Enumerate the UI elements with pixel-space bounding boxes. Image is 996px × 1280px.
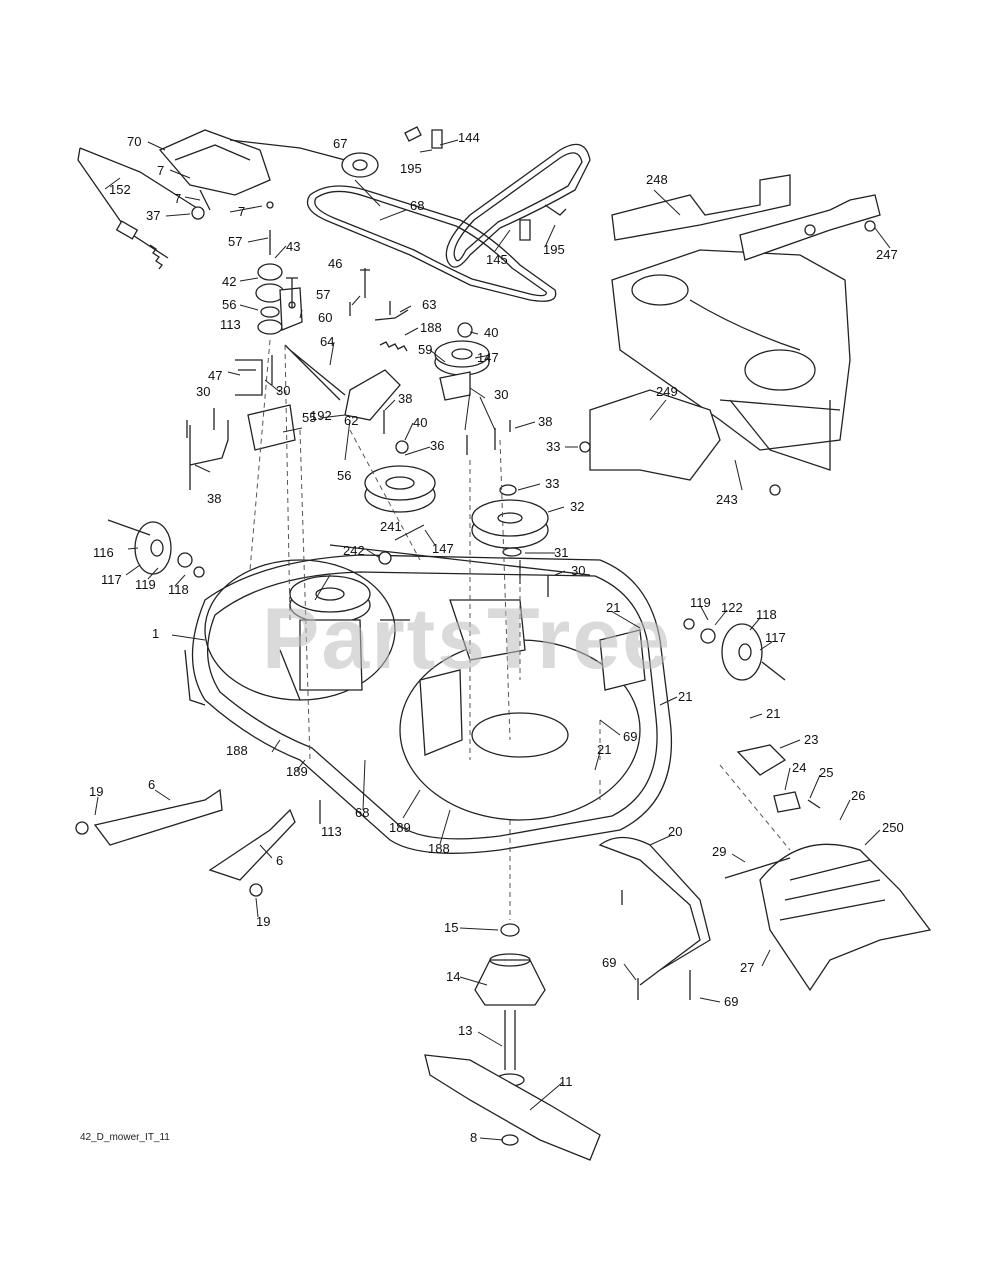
callout-label: 250	[882, 820, 904, 835]
callout-label: 147	[477, 350, 499, 365]
callout-label: 116	[93, 545, 114, 560]
callout-label: 249	[656, 384, 678, 399]
callout-label: 14	[446, 969, 460, 984]
callout-label: 40	[484, 325, 498, 340]
parts-drawing	[75, 126, 932, 1161]
drawing-reference-code: 42_D_mower_IT_11	[80, 1132, 170, 1143]
callout-label: 195	[400, 161, 422, 176]
callout-label: 21	[766, 706, 780, 721]
callout-label: 8	[470, 1130, 477, 1145]
callout-label: 19	[256, 914, 270, 929]
callout-label: 38	[538, 414, 552, 429]
callout-label: 188	[226, 743, 248, 758]
callout-label: 21	[597, 742, 611, 757]
callout-label: 30	[196, 384, 210, 399]
callout-label: 119	[690, 595, 711, 610]
callout-label: 21	[678, 689, 692, 704]
callout-label: 24	[792, 760, 806, 775]
callout-label: 145	[486, 252, 508, 267]
callout-label: 6	[148, 777, 155, 792]
callout-label: 27	[740, 960, 754, 975]
callout-label: 7	[157, 163, 164, 178]
callout-label: 188	[420, 320, 442, 335]
callout-label: 113	[220, 317, 241, 332]
callout-label: 247	[876, 247, 898, 262]
callout-label: 38	[398, 391, 412, 406]
callout-label: 68	[410, 198, 424, 213]
callout-label: 69	[623, 729, 637, 744]
callout-label: 42	[222, 274, 236, 289]
callout-label: 195	[543, 242, 565, 257]
callout-label: 30	[276, 383, 290, 398]
callout-label: 13	[458, 1023, 472, 1038]
callout-label: 117	[765, 630, 786, 645]
callout-label: 7	[174, 191, 181, 206]
callout-label: 37	[146, 208, 160, 223]
callout-label: 62	[344, 413, 358, 428]
callout-label: 56	[337, 468, 351, 483]
callout-label: 57	[228, 234, 242, 249]
callout-label: 113	[321, 824, 342, 839]
callout-label: 33	[545, 476, 559, 491]
callout-label: 20	[668, 824, 682, 839]
callout-label: 15	[444, 920, 458, 935]
callout-label: 69	[724, 994, 738, 1009]
callout-label: 242	[343, 543, 365, 558]
callout-label: 40	[413, 415, 427, 430]
callout-label: 147	[432, 541, 454, 556]
watermark-text: PartsTree	[262, 591, 672, 687]
callout-label: 243	[716, 492, 738, 507]
callout-label: 189	[286, 764, 308, 779]
callout-label: 33	[546, 439, 560, 454]
callout-label: 31	[554, 545, 568, 560]
callout-label: 119	[135, 577, 156, 592]
callout-label: 23	[804, 732, 818, 747]
callout-label: 189	[389, 820, 411, 835]
leader-lines	[94, 139, 891, 1141]
callout-label: 47	[208, 368, 222, 383]
callout-label: 188	[428, 841, 450, 856]
callout-label: 7	[238, 204, 245, 219]
callout-label: 36	[430, 438, 444, 453]
callout-label: 59	[418, 342, 432, 357]
callout-label: 63	[422, 297, 436, 312]
callout-label: 46	[328, 256, 342, 271]
callout-label: 60	[318, 310, 332, 325]
callout-label: 43	[286, 239, 300, 254]
callout-label: 38	[207, 491, 221, 506]
callout-label: 67	[333, 136, 347, 151]
callout-label: 32	[570, 499, 584, 514]
callout-label: 6	[276, 853, 283, 868]
callout-label: 21	[606, 600, 620, 615]
callout-label: 70	[127, 134, 141, 149]
callout-label: 248	[646, 172, 668, 187]
callout-label: 25	[819, 765, 833, 780]
callout-label: 69	[602, 955, 616, 970]
callout-label: 11	[559, 1074, 573, 1089]
callout-label: 118	[756, 607, 777, 622]
callout-label: 68	[355, 805, 369, 820]
callout-label: 144	[458, 130, 480, 145]
callout-label: 57	[316, 287, 330, 302]
callout-label: 117	[101, 572, 122, 587]
callout-label: 1	[152, 626, 159, 641]
callout-label: 56	[222, 297, 236, 312]
callout-label: 55	[302, 410, 316, 425]
callout-label: 30	[571, 563, 585, 578]
callout-label: 122	[721, 600, 743, 615]
callout-label: 192	[310, 408, 332, 423]
callout-label: 19	[89, 784, 103, 799]
callout-label: 64	[320, 334, 334, 349]
callout-label: 29	[712, 844, 726, 859]
callout-label: 30	[494, 387, 508, 402]
callout-label: 152	[109, 182, 131, 197]
callout-label: 118	[168, 582, 189, 597]
callout-label: 26	[851, 788, 865, 803]
callout-numbers: 70 7 7 7 37 152 57 43 42 56 60 64 67 68 …	[89, 130, 904, 1145]
callout-label: 241	[380, 519, 402, 534]
